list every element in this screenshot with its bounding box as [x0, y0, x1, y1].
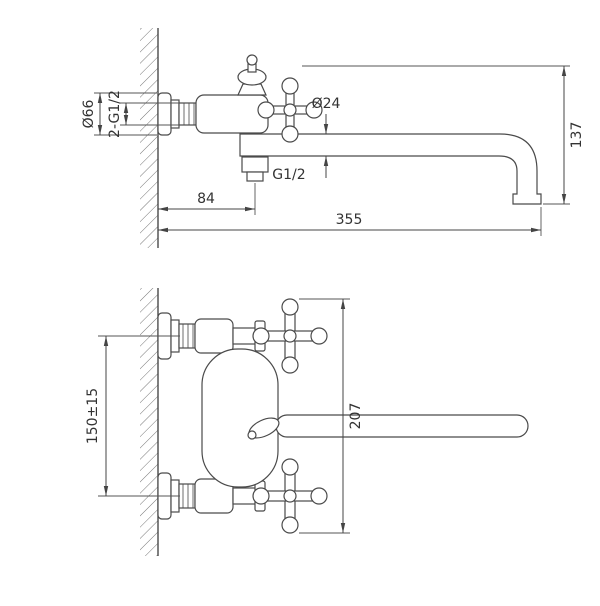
diverter-lever	[247, 417, 280, 440]
dim-label-inlet-center-distance: 150±15	[85, 388, 101, 444]
dim-label-wall-thread: 2-G1/2	[107, 90, 123, 138]
dim-label-spout-diameter: Ø24	[312, 96, 341, 112]
dim-wall-thread: 2-G1/2	[107, 90, 179, 138]
dim-spout-diameter: Ø24	[312, 96, 341, 178]
faucet-body-side	[195, 94, 269, 134]
wall-hatch-top	[140, 28, 158, 248]
dim-flange-diameter: Ø66	[81, 92, 157, 136]
dim-wall-to-outlet: 84	[158, 183, 256, 215]
wall-hatch-bottom	[140, 288, 158, 556]
technical-drawing: Ø66 2-G1/2 Ø24 137 G1/2 84	[40, 16, 600, 590]
dim-drop-height: 137	[302, 65, 585, 205]
dim-overall-height: 207	[299, 298, 364, 534]
dim-label-wall-to-outlet: 84	[197, 191, 215, 207]
dim-spout-reach: 355	[158, 207, 542, 236]
dim-label-flange-diameter: Ø66	[81, 99, 97, 128]
drawing-canvas: Ø66 2-G1/2 Ø24 137 G1/2 84	[81, 28, 585, 556]
dim-label-outlet-thread: G1/2	[272, 167, 305, 183]
cross-handle-top	[252, 298, 328, 374]
spout-front	[275, 414, 529, 438]
spout-side	[239, 133, 542, 205]
dim-label-overall-height: 207	[348, 403, 364, 430]
wall-flange-side	[157, 92, 197, 136]
dim-label-spout-reach: 355	[336, 212, 363, 228]
dim-label-drop-height: 137	[569, 122, 585, 149]
valve-bonnet-side	[237, 54, 267, 96]
side-view: Ø66 2-G1/2 Ø24 137 G1/2 84	[81, 28, 585, 248]
front-view: 150±15 207	[85, 288, 529, 556]
bottom-outlet-connector	[241, 156, 269, 182]
faucet-body-front	[201, 348, 279, 488]
cross-handle-side	[257, 77, 323, 143]
dim-inlet-center-distance: 150±15	[85, 335, 180, 497]
cross-handle-bottom	[252, 458, 328, 534]
